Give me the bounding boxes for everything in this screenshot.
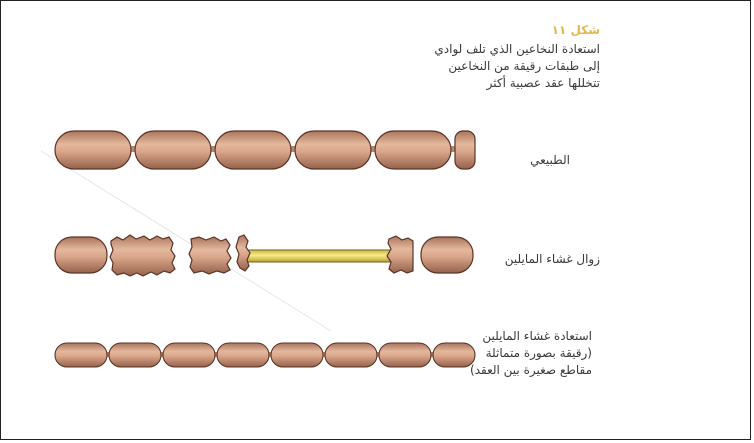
myelin-segment [375, 131, 451, 169]
row-label-demyelination: زوال غشاء المايلين [420, 251, 600, 268]
row-label-line: استعادة غشاء المايلين [402, 328, 592, 345]
myelin-segment [295, 131, 371, 169]
thin-myelin-segment [109, 343, 161, 367]
myelin-segment [55, 237, 107, 273]
row-label-remyelination: استعادة غشاء المايلين (رقيقة بصورة متماث… [402, 328, 592, 379]
figure-caption: استعادة النخاعين الذي تلف لوادي إلى طبقا… [370, 41, 600, 92]
myelin-segment [215, 131, 291, 169]
demyelinated-fiber [55, 235, 473, 276]
thin-myelin-segment [217, 343, 269, 367]
myelin-fragment [387, 236, 413, 273]
caption-line: إلى طبقات رقيقة من النخاعين [370, 58, 600, 75]
caption-line: تتخللها عقد عصبية أكثر [370, 75, 600, 92]
normal-fiber [55, 131, 475, 169]
thin-myelin-segment [325, 343, 377, 367]
myelin-fragment [236, 235, 250, 271]
row-label-line: (رقيقة بصورة متماثلة [402, 345, 592, 362]
caption-line: استعادة النخاعين الذي تلف لوادي [370, 41, 600, 58]
thin-myelin-segment [271, 343, 323, 367]
row-label-line: الطبيعي [450, 152, 570, 169]
thin-myelin-segment [163, 343, 215, 367]
row-label-line: مقاطع صغيرة بين العقد) [402, 362, 592, 379]
damaged-myelin-segment [189, 237, 231, 274]
exposed-axon [241, 250, 391, 262]
damaged-myelin-segment [110, 235, 175, 276]
figure-label: شكل ١١ [552, 23, 600, 37]
row-label-normal: الطبيعي [450, 152, 570, 169]
myelin-segment [55, 131, 131, 169]
myelin-segment [135, 131, 211, 169]
row-label-line: زوال غشاء المايلين [420, 251, 600, 268]
thin-myelin-segment [55, 343, 107, 367]
